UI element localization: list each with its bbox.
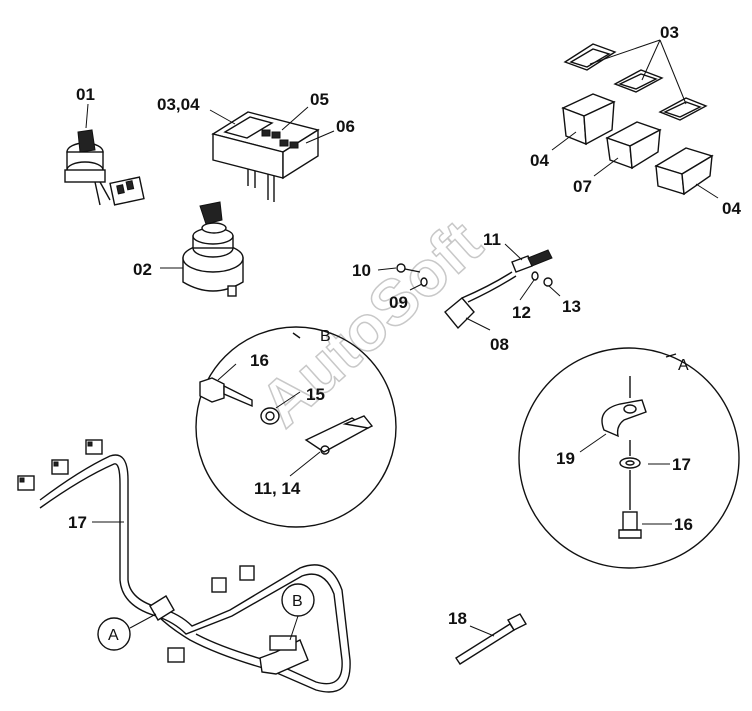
parts-03-covers	[563, 43, 708, 121]
detail-a-label: A	[678, 357, 689, 374]
leader-01	[85, 103, 89, 129]
leader-03-c	[659, 39, 687, 105]
leader-03-b	[641, 39, 661, 81]
callout-13: 13	[562, 297, 581, 316]
detail-a-circle: A	[518, 347, 740, 569]
callout-15: 15	[306, 385, 325, 404]
detail-b-circle: B	[195, 326, 397, 528]
callout-09: 09	[389, 293, 408, 312]
leader-0304	[209, 109, 236, 125]
parts-08-13-sensor-assembly	[396, 249, 553, 330]
leader-04-b	[695, 183, 719, 199]
leader-05	[281, 106, 309, 131]
callout-17-a: 19	[556, 449, 575, 468]
marker-a: A	[97, 613, 157, 651]
leader-18	[469, 625, 495, 637]
callout-07: 07	[573, 177, 592, 196]
leader-03-a	[589, 39, 661, 65]
leader-13	[548, 285, 561, 297]
leader-15	[275, 391, 301, 409]
callout-11-a: 11	[483, 230, 501, 249]
parts-03-06-switch-panel	[211, 111, 320, 202]
leader-06	[305, 130, 335, 144]
parts-04-07-blanks	[561, 93, 714, 196]
leader-10	[377, 267, 397, 271]
callout-1114: 11, 14	[254, 479, 301, 498]
callout-18: 18	[448, 609, 467, 628]
callout-08: 08	[490, 335, 509, 354]
callout-03: 03	[660, 23, 679, 42]
part-01-rotary-switch	[64, 129, 145, 206]
marker-b-label: B	[292, 593, 303, 610]
leader-17-a	[579, 433, 607, 453]
leader-16-a	[217, 363, 237, 381]
callout-02: 02	[133, 260, 152, 279]
part-02-ignition-switch	[182, 201, 244, 297]
marker-a-label: A	[108, 627, 119, 644]
callout-16-b: 17	[672, 455, 691, 474]
callout-06: 06	[336, 117, 355, 136]
part-19-wiring-harness	[17, 439, 351, 693]
callout-04-b: 04	[722, 199, 741, 218]
callout-19: 17	[68, 513, 87, 532]
leader-08	[465, 317, 491, 331]
callout-04-a: 04	[530, 151, 549, 170]
callout-0304: 03,04	[157, 95, 200, 114]
marker-b: B	[281, 583, 315, 641]
leader-12	[519, 279, 535, 301]
leader-1114	[289, 451, 321, 477]
leader-09	[409, 283, 423, 291]
callout-12: 12	[512, 303, 531, 322]
callout-16-a: 16	[250, 351, 269, 370]
callout-01: 01	[76, 85, 95, 104]
leader-04-a	[551, 131, 577, 151]
callout-17-b: 16	[674, 515, 693, 534]
detail-b-label: B	[320, 328, 331, 345]
leader-07	[593, 157, 619, 177]
callout-05: 05	[310, 90, 329, 109]
leader-11-a	[504, 243, 523, 261]
callout-10: 10	[352, 261, 371, 280]
